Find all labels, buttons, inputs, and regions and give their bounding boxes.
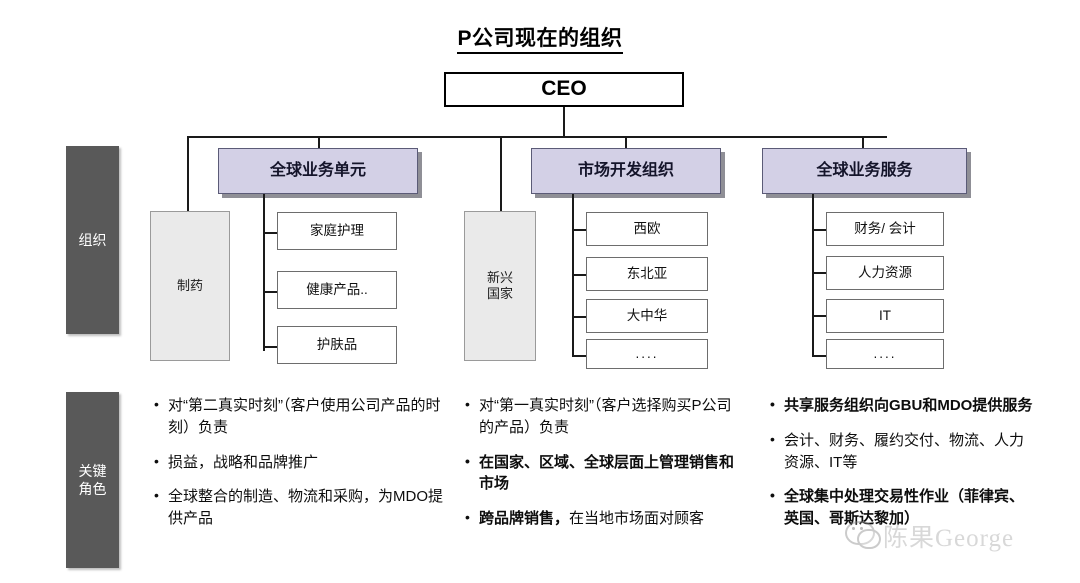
- page-title: P公司现在的组织: [0, 22, 1080, 54]
- role-bullet-text: 在当地市场面对顾客: [569, 510, 705, 527]
- role-bullet: 对“第一真实时刻”（客户选择购买P公司的产品）负责: [463, 394, 741, 439]
- node-leaf-1-1-label: 家庭护理: [310, 222, 364, 238]
- node-division-1-label: 全球业务单元: [269, 162, 366, 179]
- node-ceo[interactable]: CEO: [444, 72, 684, 107]
- role-bullet-text: 对“第二真实时刻”（客户使用公司产品的时刻）负责: [168, 397, 441, 436]
- connector-drop-pillar-1: [187, 136, 189, 211]
- node-pillar-1-label: 制药: [176, 277, 203, 293]
- role-bullet: 共享服务组织向GBU和MDO提供服务: [768, 394, 1033, 417]
- node-leaf-3-1-label: 财务/ 会计: [854, 220, 916, 236]
- node-leaf-3-4[interactable]: ....: [826, 339, 944, 369]
- band-organization-label: 组织: [78, 231, 107, 248]
- node-leaf-3-4-label: ....: [873, 345, 897, 361]
- role-bullet: 在国家、区域、全球层面上管理销售和市场: [463, 451, 741, 496]
- connector-leaf-1-3: [263, 346, 278, 348]
- role-bullet: 损益，战略和品牌推广: [152, 451, 447, 474]
- node-division-2[interactable]: 市场开发组织: [531, 148, 721, 194]
- role-bullet-text: 损益，战略和品牌推广: [168, 453, 319, 471]
- node-leaf-3-2-label: 人力资源: [858, 264, 912, 280]
- connector-leaf-3-3: [812, 315, 827, 317]
- role-bullet-text: 会计、财务、履约交付、物流、人力资源、IT等: [784, 431, 1025, 471]
- role-bullet: 会计、财务、履约交付、物流、人力资源、IT等: [768, 429, 1033, 474]
- node-pillar-2[interactable]: 新兴 国家: [464, 211, 536, 361]
- band-key-roles-label: 关键 角色: [78, 462, 107, 497]
- role-bullet-text: 全球整合的制造、物流和采购，为MDO提供产品: [168, 488, 443, 527]
- connector-leaf-3-1: [812, 229, 827, 231]
- node-leaf-2-3-label: 大中华: [626, 307, 668, 323]
- role-bullet: 对“第二真实时刻”（客户使用公司产品的时刻）负责: [152, 394, 447, 439]
- node-leaf-3-3[interactable]: IT: [826, 299, 944, 333]
- band-organization: 组织: [66, 146, 119, 334]
- role-bullet-text: 全球集中处理交易性作业（菲律宾、英国、哥斯达黎加）: [784, 488, 1025, 527]
- node-leaf-2-1[interactable]: 西欧: [586, 212, 708, 246]
- connector-leaf-2-4: [572, 355, 587, 357]
- role-bullet-text: 在国家、区域、全球层面上管理销售和市场: [479, 453, 735, 493]
- role-bullet-text: 共享服务组织向GBU和MDO提供服务: [784, 397, 1033, 414]
- connector-spine-2: [572, 194, 574, 357]
- connector-leaf-3-2: [812, 272, 827, 274]
- node-division-1[interactable]: 全球业务单元: [218, 148, 418, 194]
- connector-ceo-stem: [563, 107, 565, 137]
- node-leaf-1-3[interactable]: 护肤品: [277, 326, 397, 364]
- connector-spine-1: [263, 194, 265, 351]
- connector-drop-1: [318, 136, 320, 149]
- connector-spine-3: [812, 194, 814, 357]
- node-leaf-2-3[interactable]: 大中华: [586, 299, 708, 333]
- connector-leaf-1-2: [263, 291, 278, 293]
- node-division-2-label: 市场开发组织: [577, 162, 674, 179]
- roles-column-3: 共享服务组织向GBU和MDO提供服务 会计、财务、履约交付、物流、人力资源、IT…: [768, 394, 1033, 543]
- node-leaf-2-2[interactable]: 东北亚: [586, 257, 708, 291]
- node-leaf-1-2[interactable]: 健康产品..: [277, 271, 397, 309]
- page-title-text: P公司现在的组织: [457, 27, 623, 54]
- node-ceo-label: CEO: [541, 77, 587, 101]
- node-division-3-label: 全球业务服务: [816, 162, 913, 179]
- node-leaf-1-1[interactable]: 家庭护理: [277, 212, 397, 250]
- node-leaf-1-3-label: 护肤品: [316, 336, 358, 352]
- role-bullet-lead: 跨品牌销售，: [479, 510, 570, 527]
- node-pillar-2-label: 新兴 国家: [486, 269, 513, 301]
- role-bullet: 全球整合的制造、物流和采购，为MDO提供产品: [152, 485, 447, 530]
- node-leaf-2-1-label: 西欧: [633, 220, 661, 236]
- roles-column-2: 对“第一真实时刻”（客户选择购买P公司的产品）负责 在国家、区域、全球层面上管理…: [463, 394, 741, 543]
- node-leaf-2-4-label: ....: [635, 345, 659, 361]
- connector-leaf-2-3: [572, 316, 587, 318]
- node-leaf-3-2[interactable]: 人力资源: [826, 256, 944, 290]
- connector-leaf-1-1: [263, 232, 278, 234]
- node-leaf-2-2-label: 东北亚: [626, 265, 668, 281]
- connector-leaf-2-2: [572, 274, 587, 276]
- node-leaf-3-3-label: IT: [879, 307, 891, 323]
- node-leaf-2-4[interactable]: ....: [586, 339, 708, 369]
- role-bullet: 跨品牌销售，在当地市场面对顾客: [463, 507, 741, 530]
- connector-leaf-2-1: [572, 229, 587, 231]
- node-pillar-1[interactable]: 制药: [150, 211, 230, 361]
- role-bullet-text: 对“第一真实时刻”（客户选择购买P公司的产品）负责: [479, 397, 732, 436]
- roles-column-1: 对“第二真实时刻”（客户使用公司产品的时刻）负责 损益，战略和品牌推广 全球整合…: [152, 394, 447, 543]
- connector-drop-2: [625, 136, 627, 149]
- connector-drop-pillar-2: [500, 136, 502, 211]
- connector-drop-3: [862, 136, 864, 149]
- node-division-3[interactable]: 全球业务服务: [762, 148, 967, 194]
- connector-leaf-3-4: [812, 355, 827, 357]
- connector-bus: [187, 136, 887, 138]
- band-key-roles: 关键 角色: [66, 392, 119, 568]
- role-bullet: 全球集中处理交易性作业（菲律宾、英国、哥斯达黎加）: [768, 485, 1033, 530]
- node-leaf-1-2-label: 健康产品..: [306, 281, 368, 297]
- node-leaf-3-1[interactable]: 财务/ 会计: [826, 212, 944, 246]
